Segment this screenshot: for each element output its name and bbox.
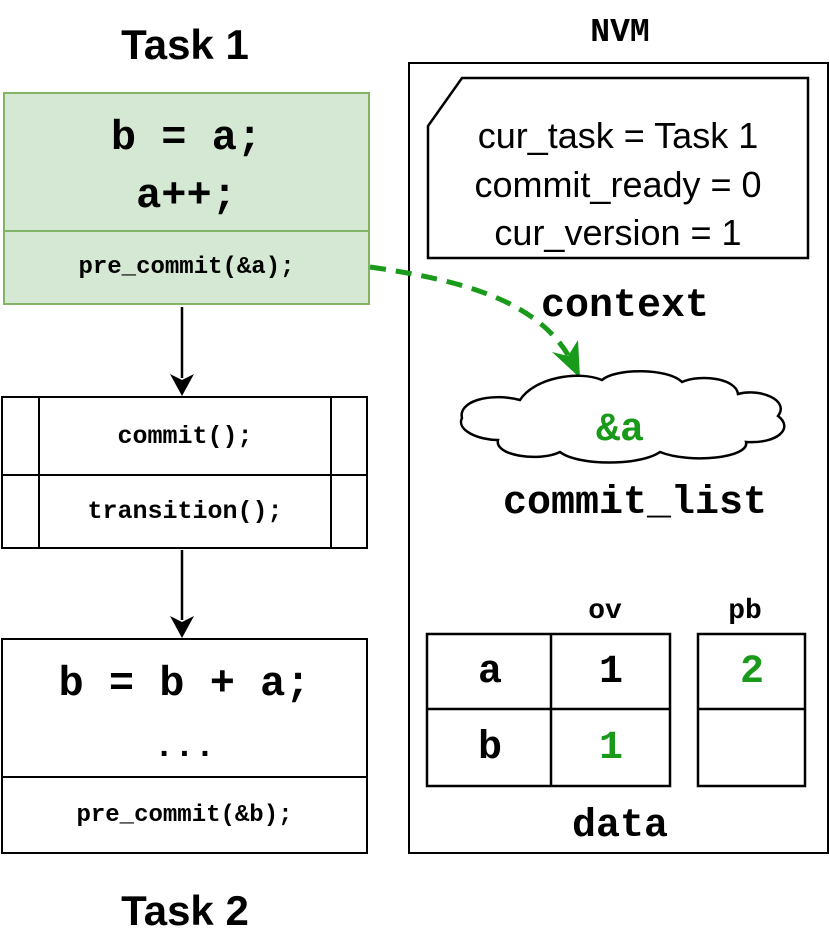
task1-title: Task 1 <box>121 21 249 68</box>
commit-list-label: commit_list <box>502 480 768 526</box>
task1-code-line2: a++; <box>136 172 237 220</box>
task1-code-line1: b = a; <box>110 114 263 162</box>
row-b-pb <box>700 711 804 785</box>
task2-title: Task 2 <box>121 887 249 934</box>
row-a-name: a <box>477 649 502 695</box>
context-label: context <box>540 283 710 329</box>
commit-list-cloud <box>459 370 786 464</box>
commit-transition-block: commit(); transition(); <box>1 396 368 549</box>
row-b-name: b <box>477 725 502 771</box>
flow-arrowhead-1 <box>170 374 194 396</box>
nvm-title: NVM <box>590 13 650 51</box>
right-bar <box>330 398 332 547</box>
row-a-ov: 1 <box>598 649 623 695</box>
commit-list-item: &a <box>595 407 644 453</box>
task2-precommit: pre_commit(&b); <box>76 801 293 829</box>
flow-arrowhead-2 <box>170 616 194 638</box>
context-card <box>426 76 810 260</box>
task2-code-line1: b = b + a; <box>58 660 311 708</box>
task1-block: b = a; a++; pre_commit(&a); <box>3 92 370 305</box>
row-a-pb: 2 <box>739 649 764 695</box>
task2-divider <box>3 776 366 778</box>
context-line1: cur_task = Task 1 <box>477 115 759 156</box>
task1-divider <box>5 230 368 232</box>
left-bar <box>38 398 40 547</box>
task2-code-line2: ... <box>153 729 216 767</box>
context-line2: commit_ready = 0 <box>474 164 762 205</box>
context-line3: cur_version = 1 <box>494 212 742 253</box>
precommit-arrowhead <box>552 340 580 378</box>
data-label: data <box>571 803 668 849</box>
row-b-ov: 1 <box>598 725 623 771</box>
transition-call: transition(); <box>87 497 283 526</box>
middle-divider <box>3 474 366 476</box>
task1-precommit: pre_commit(&a); <box>78 254 295 281</box>
precommit-arrow <box>369 264 575 364</box>
col-header-ov: ov <box>588 595 622 627</box>
col-header-pb: pb <box>728 595 762 627</box>
task2-block: b = b + a; ... pre_commit(&b); <box>1 638 368 854</box>
commit-call: commit(); <box>117 421 253 451</box>
